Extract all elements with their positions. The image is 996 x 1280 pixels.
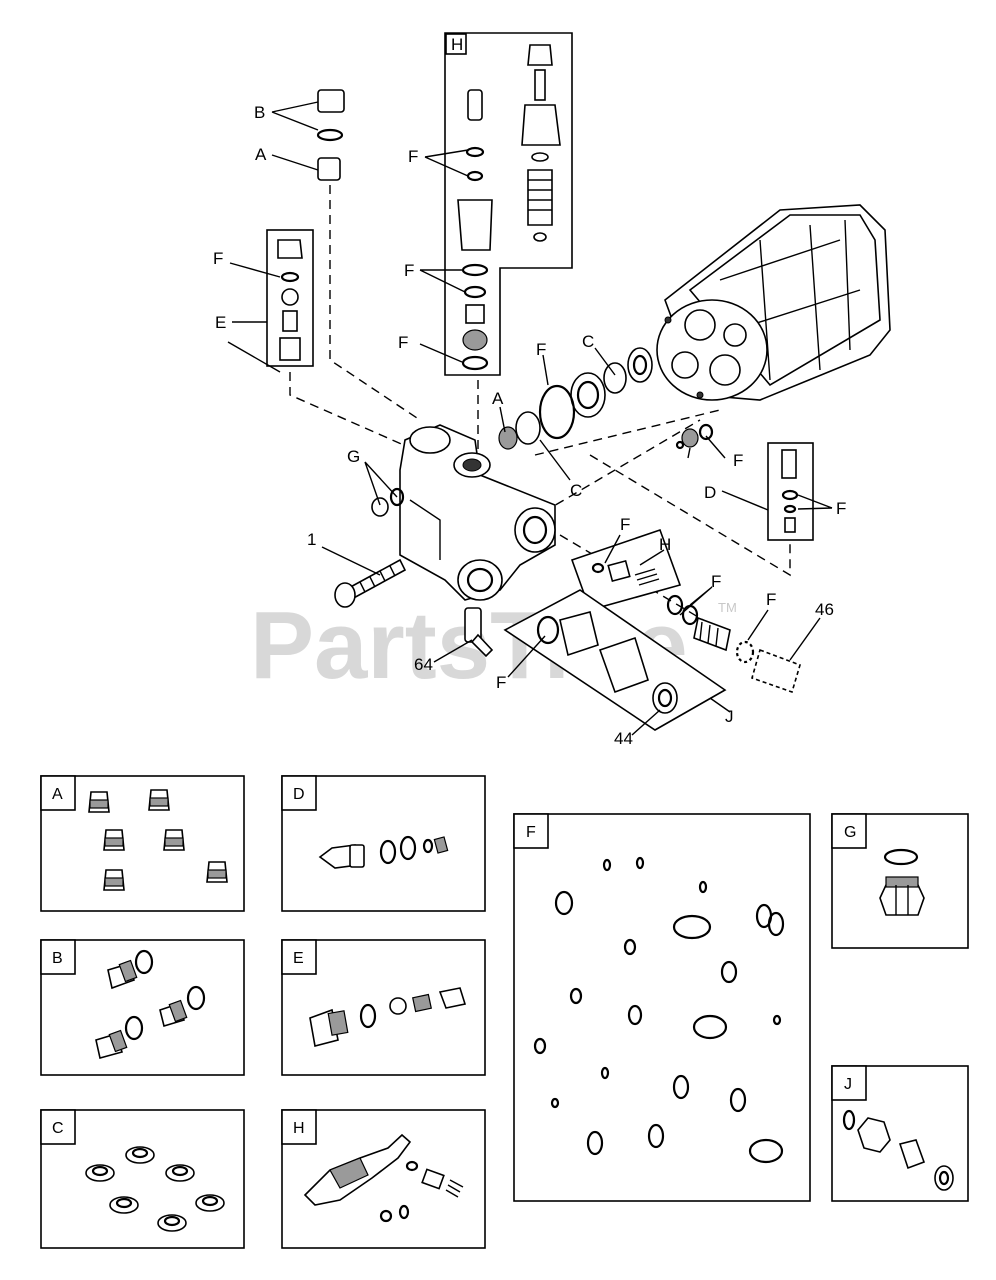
kit-box-h: H [281, 1109, 486, 1249]
kit-j-parts [842, 1109, 954, 1191]
kit-box-e: E [281, 939, 486, 1076]
piston-seals-stack [498, 347, 653, 450]
callout-f: F [766, 590, 776, 609]
kit-f-orings [533, 856, 785, 1164]
callout-f: F [398, 333, 408, 352]
callout-f: F [733, 451, 743, 470]
kit-box-g: G [831, 813, 969, 949]
kit-c-label: C [52, 1120, 64, 1137]
valve-a-top [316, 89, 345, 181]
kit-c-seals [85, 1146, 225, 1232]
kit-box-f: F [513, 813, 811, 1202]
callout-d: D [704, 483, 716, 502]
kit-e-stack [266, 229, 314, 367]
kit-g-plug [879, 848, 925, 916]
callout-f: F [496, 673, 506, 692]
callout-f: F [536, 340, 546, 359]
fitting-part-64 [464, 607, 494, 658]
manifold-body [399, 424, 556, 601]
kit-b-plugs [95, 949, 206, 1059]
callout-c: C [582, 332, 594, 351]
kit-e-parts [309, 987, 467, 1047]
callout-f: F [711, 572, 721, 591]
watermark-tm: TM [718, 600, 737, 615]
kit-h-label: H [293, 1120, 305, 1137]
kit-box-a: A [40, 775, 245, 912]
kit-g-label: G [844, 824, 856, 841]
callout-h: H [659, 535, 671, 554]
callout-f: F [836, 499, 846, 518]
callout-j: J [725, 707, 734, 726]
callout-f: F [620, 515, 630, 534]
kit-h-top-assembly [444, 32, 573, 376]
callout-f: F [404, 261, 414, 280]
kit-d-label: D [293, 786, 305, 803]
callout-c: C [570, 481, 582, 500]
kit-h-parts [303, 1133, 464, 1223]
orings-f-right [675, 423, 714, 450]
callout-a: A [255, 145, 267, 164]
kit-box-d: D [281, 775, 486, 912]
callout-e: E [215, 313, 226, 332]
callout-46: 46 [815, 600, 834, 619]
kit-box-j: J [831, 1065, 969, 1202]
callout-f: F [213, 249, 223, 268]
plug-g-assembly [371, 487, 405, 517]
callout-b: B [254, 103, 265, 122]
leader-lines [227, 101, 833, 736]
quick-connect-parts [666, 594, 801, 694]
kit-box-c: C [40, 1109, 245, 1249]
callout-64: 64 [414, 655, 433, 674]
callout-labels: B A F E F F F H F C A C G 1 F D F F H F … [213, 35, 846, 748]
callout-44: 44 [614, 729, 633, 748]
kit-f-label: F [526, 824, 536, 841]
kit-a-label: A [52, 786, 63, 803]
kit-j-assembly [503, 589, 727, 731]
bolt-part-1 [334, 558, 407, 608]
callout-h: H [451, 35, 463, 54]
kit-box-b: B [40, 939, 245, 1076]
kit-d-parts [318, 835, 449, 869]
callout-g: G [347, 447, 360, 466]
callout-a: A [492, 389, 504, 408]
kit-b-label: B [52, 950, 63, 967]
callout-f: F [408, 147, 418, 166]
kit-d-stack [767, 442, 814, 541]
kit-j-label: J [844, 1076, 852, 1093]
kit-a-valves [88, 789, 228, 891]
crankcase-housing [656, 204, 891, 401]
kit-e-label: E [293, 950, 304, 967]
kit-h-lower [570, 528, 682, 611]
callout-1: 1 [307, 530, 316, 549]
